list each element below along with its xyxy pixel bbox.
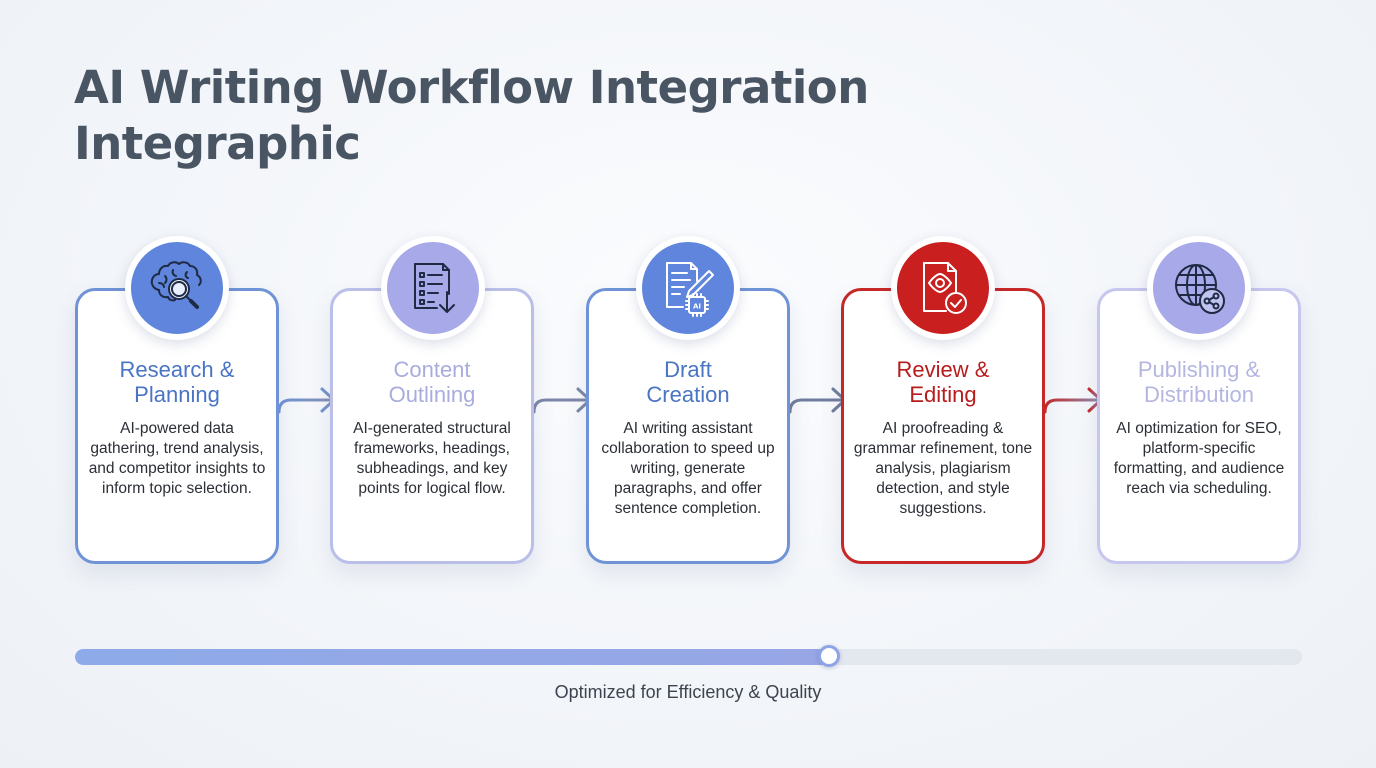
footer-caption: Optimized for Efficiency & Quality [554, 682, 822, 702]
connector-arrow-2 [532, 387, 592, 414]
step-card-content-outlining: Content Outlining AI-generated structura… [330, 288, 534, 564]
progress-track [75, 649, 1302, 665]
document-pen-ai-chip-icon: AI [636, 236, 740, 340]
step-description: AI-generated structural frameworks, head… [353, 420, 511, 497]
svg-text:AI: AI [693, 303, 701, 311]
step-title: Review & Editing [896, 357, 990, 407]
brain-magnifier-icon [125, 236, 229, 340]
page-title: AI Writing Workflow Integration Integrap… [74, 61, 869, 170]
progress-slider-handle[interactable] [817, 645, 840, 667]
connector-arrow-4 [1043, 387, 1103, 414]
step-description: AI-powered data gathering, trend analysi… [88, 420, 266, 497]
step-description: AI writing assistant collaboration to sp… [601, 420, 775, 517]
step-title: Research & Planning [119, 357, 235, 407]
document-eye-check-icon [891, 236, 995, 340]
step-title: Publishing & Distribution [1137, 357, 1261, 407]
step-description: AI proofreading & grammar refinement, to… [853, 420, 1033, 517]
step-title: Content Outlining [388, 357, 476, 407]
step-description: AI optimization for SEO, platform-specif… [1113, 420, 1285, 497]
step-title: Draft Creation [646, 357, 730, 407]
globe-share-icon [1147, 236, 1251, 340]
connector-arrow-3 [788, 387, 847, 414]
connector-arrow-1 [277, 387, 336, 414]
progress-fill [75, 649, 830, 665]
outline-document-icon [381, 236, 485, 340]
